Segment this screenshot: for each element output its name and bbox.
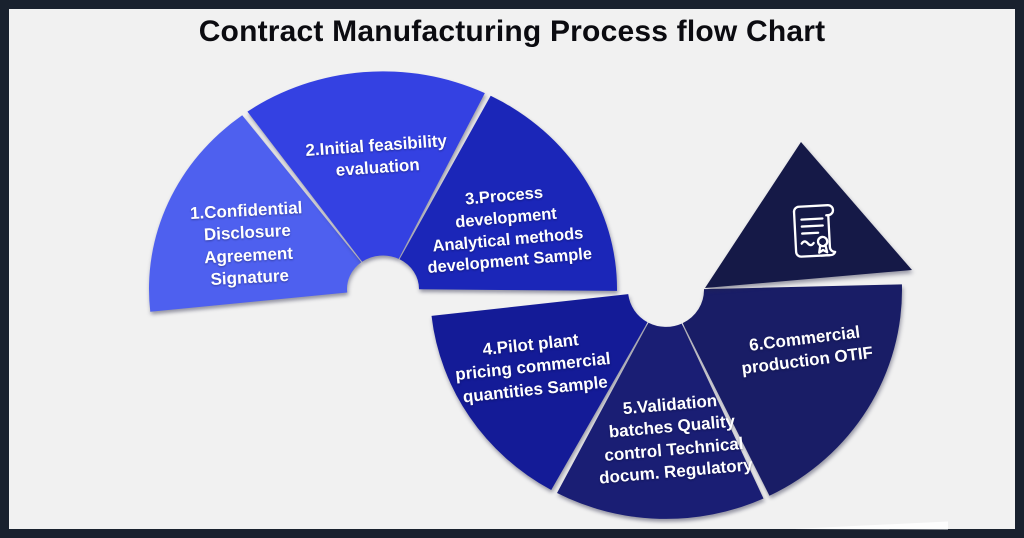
chart-title: Contract Manufacturing Process flow Char…: [198, 15, 826, 48]
step-6-segment: [682, 284, 903, 496]
pointer-triangle: [705, 142, 912, 288]
step-2-segment: [247, 71, 485, 262]
step-3-segment: [399, 95, 617, 291]
highlight-swoosh: [792, 521, 948, 530]
step-4-segment: [431, 294, 648, 491]
step-1-segment: [148, 115, 362, 312]
contract-scroll-icon: [792, 204, 837, 258]
step-5-segment: [557, 322, 764, 519]
